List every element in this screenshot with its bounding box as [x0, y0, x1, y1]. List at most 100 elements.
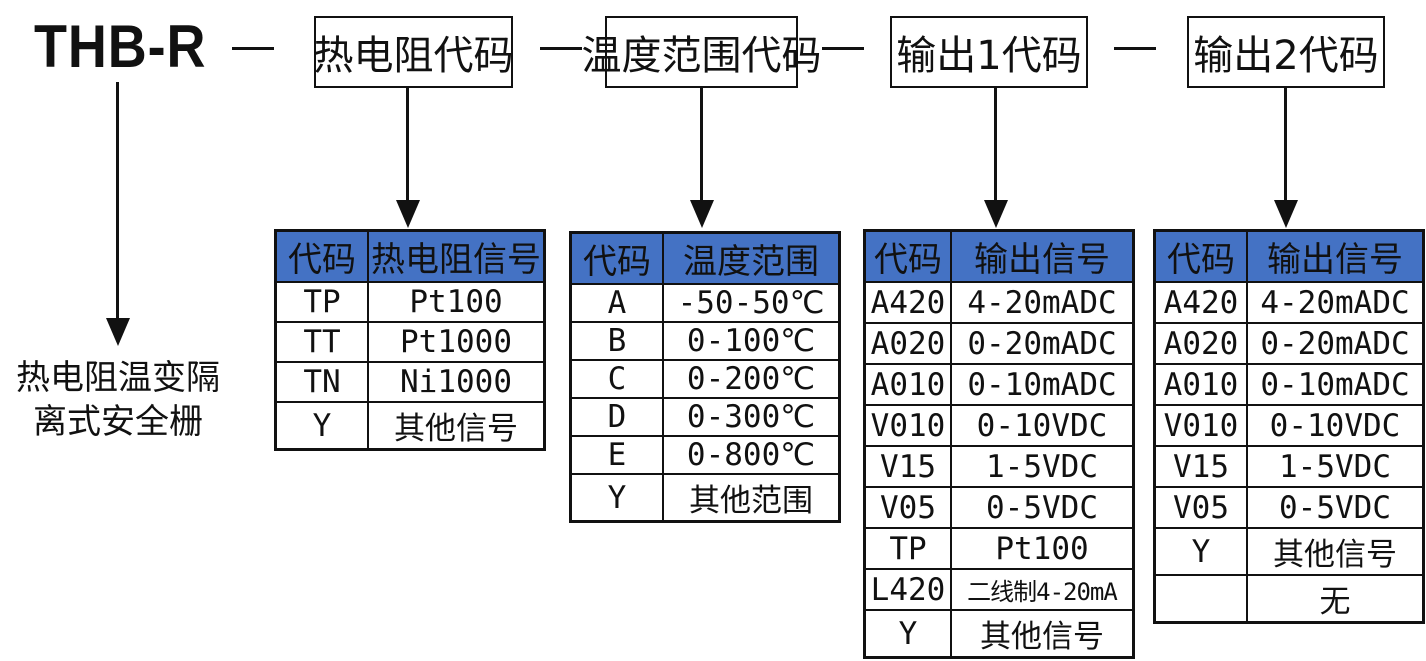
cell-value: 二线制4-20mA	[950, 568, 1135, 611]
table-header-row: 代码 输出信号	[863, 229, 1135, 283]
cell-code: B	[569, 321, 664, 361]
cell-code: TN	[274, 361, 369, 403]
cell-value: 其他范围	[662, 473, 841, 523]
arrow-line-rtd	[406, 88, 409, 202]
cell-value: 其他信号	[1246, 527, 1425, 576]
dash-4	[1114, 47, 1156, 50]
cell-value: -50-50℃	[662, 283, 841, 323]
cell-code: A	[569, 283, 664, 323]
cell-value: 无	[1246, 574, 1425, 624]
arrow-head-description	[106, 318, 130, 346]
cell-value: 0-200℃	[662, 359, 841, 399]
cell-code: V05	[863, 486, 952, 529]
arrow-head-rtd	[396, 200, 420, 228]
col-header-signal: 热电阻信号	[367, 229, 546, 283]
cell-code: Y	[1153, 527, 1248, 576]
arrow-head-output2	[1274, 200, 1298, 228]
cell-value: 0-20mADC	[950, 322, 1135, 365]
table-row: A-50-50℃	[569, 283, 841, 323]
arrow-line-description	[116, 82, 119, 322]
cell-value: 其他信号	[367, 401, 546, 451]
model-code: THB-R	[34, 13, 207, 80]
code-box-output1: 输出1代码	[890, 16, 1088, 88]
dash-3	[822, 47, 864, 50]
cell-code: V010	[863, 404, 952, 447]
col-header-range: 温度范围	[662, 231, 841, 285]
cell-value: 1-5VDC	[950, 445, 1135, 488]
cell-value: 0-10VDC	[1246, 404, 1425, 447]
col-header-code: 代码	[1153, 229, 1248, 283]
product-description: 热电阻温变隔 离式安全栅	[0, 356, 236, 444]
cell-value: 其他信号	[950, 609, 1135, 659]
cell-value: 0-10mADC	[1246, 363, 1425, 406]
col-header-signal: 输出信号	[1246, 229, 1425, 283]
cell-value: 4-20mADC	[950, 281, 1135, 324]
cell-value: 0-20mADC	[1246, 322, 1425, 365]
col-header-code: 代码	[863, 229, 952, 283]
col-header-signal: 输出信号	[950, 229, 1135, 283]
cell-code: V15	[863, 445, 952, 488]
cell-value: 0-10VDC	[950, 404, 1135, 447]
arrow-line-temp	[700, 88, 703, 202]
dash-1	[232, 47, 274, 50]
col-header-code: 代码	[569, 231, 664, 285]
cell-code: A010	[1153, 363, 1248, 406]
cell-value: 0-10mADC	[950, 363, 1135, 406]
description-line-1: 热电阻温变隔	[16, 358, 220, 398]
cell-code: Y	[863, 609, 952, 659]
cell-code: V05	[1153, 486, 1248, 529]
table-header-row: 代码 热电阻信号	[274, 229, 546, 283]
col-header-code: 代码	[274, 229, 369, 283]
description-line-2: 离式安全栅	[33, 402, 203, 442]
cell-value: 4-20mADC	[1246, 281, 1425, 324]
cell-code: A020	[1153, 322, 1248, 365]
arrow-line-output2	[1284, 88, 1287, 202]
cell-code: A010	[863, 363, 952, 406]
cell-value: Ni1000	[367, 361, 546, 403]
code-box-rtd: 热电阻代码	[314, 16, 514, 88]
table-row: 无	[1153, 574, 1425, 624]
cell-value: 0-300℃	[662, 397, 841, 437]
cell-code: L420	[863, 568, 952, 611]
cell-value: 1-5VDC	[1246, 445, 1425, 488]
cell-code: TP	[274, 281, 369, 323]
cell-code: E	[569, 435, 664, 475]
cell-value: Pt100	[950, 527, 1135, 570]
cell-code: TT	[274, 321, 369, 363]
cell-code: V010	[1153, 404, 1248, 447]
cell-code: C	[569, 359, 664, 399]
dash-2	[540, 47, 582, 50]
cell-value: Pt100	[367, 281, 546, 323]
cell-value: 0-800℃	[662, 435, 841, 475]
arrow-head-output1	[984, 200, 1008, 228]
cell-code	[1153, 574, 1248, 624]
table-header-row: 代码 输出信号	[1153, 229, 1425, 283]
cell-code: Y	[274, 401, 369, 451]
arrow-head-temp	[690, 200, 714, 228]
cell-code: A020	[863, 322, 952, 365]
cell-value: 0-100℃	[662, 321, 841, 361]
